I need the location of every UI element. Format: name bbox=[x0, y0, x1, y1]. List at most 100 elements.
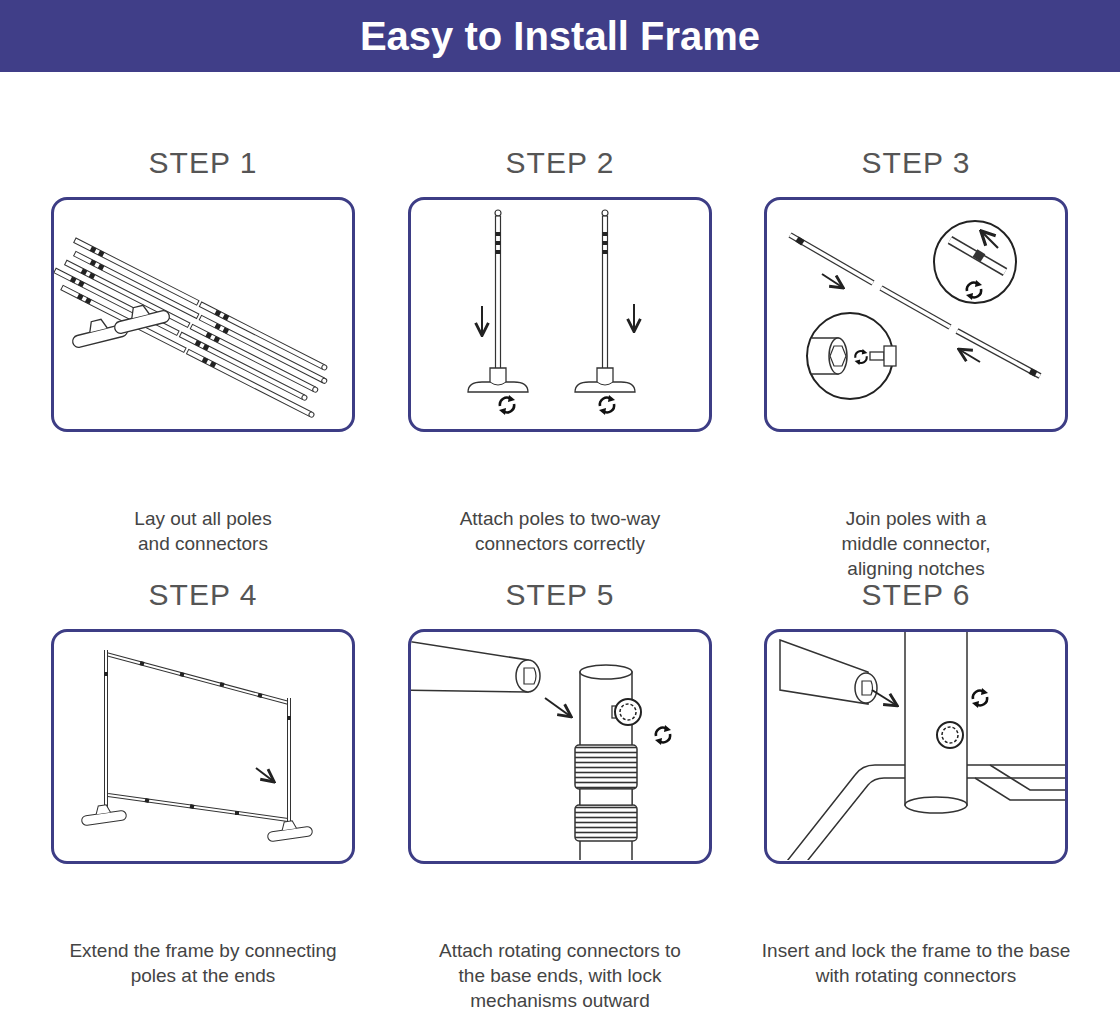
pole-joining-detail-part bbox=[960, 350, 980, 362]
extended-frame-part bbox=[266, 818, 313, 842]
panel-frame bbox=[51, 629, 355, 864]
pole-joining-detail-part bbox=[829, 338, 847, 374]
rotating-connector-detail-part bbox=[615, 699, 641, 725]
frame-locked-to-base-part bbox=[975, 778, 1065, 800]
step-caption: Join poles with a middle connector, alig… bbox=[816, 506, 1016, 581]
poles-and-feet-part bbox=[111, 300, 171, 335]
step-caption: Extend the frame by connecting poles at … bbox=[66, 938, 341, 988]
step-panel: STEP 4Extend the frame by connecting pol… bbox=[51, 572, 355, 972]
upright-poles-on-connectors bbox=[468, 210, 635, 415]
step-caption: Lay out all poles and connectors bbox=[117, 506, 289, 556]
rotating-connector-detail-part bbox=[620, 704, 636, 720]
pole-joining-detail-part-part bbox=[855, 349, 868, 365]
step-heading: STEP 5 bbox=[408, 572, 712, 618]
frame-locked-to-base-part bbox=[862, 681, 873, 695]
pole-joining-detail-part bbox=[855, 349, 868, 365]
rotating-connector-detail-part bbox=[545, 698, 570, 716]
panel-frame bbox=[408, 197, 712, 432]
poles-and-feet-part bbox=[54, 236, 337, 418]
poles-and-feet-part-part bbox=[74, 238, 328, 371]
step-heading: STEP 6 bbox=[764, 572, 1068, 618]
extended-frame-part bbox=[106, 654, 289, 703]
extended-frame-part bbox=[105, 650, 107, 812]
step-heading: STEP 4 bbox=[51, 572, 355, 618]
extended-frame-part-part bbox=[180, 674, 184, 675]
pole-joining-detail bbox=[790, 221, 1040, 399]
pole-joining-detail-part bbox=[870, 352, 884, 360]
step-heading: STEP 2 bbox=[408, 140, 712, 186]
poles-and-feet bbox=[54, 236, 337, 418]
frame-locked-to-base-part bbox=[942, 727, 958, 743]
rotating-connector-detail-part bbox=[575, 745, 637, 789]
pole-joining-detail-part bbox=[957, 331, 1040, 376]
upright-poles-on-connectors-part bbox=[575, 210, 635, 392]
panel-frame bbox=[764, 629, 1068, 864]
pole-joining-detail-part bbox=[881, 288, 950, 327]
extended-frame-part bbox=[256, 768, 273, 781]
extended-frame-part bbox=[106, 654, 289, 703]
pole-joining-detail-part bbox=[822, 274, 842, 287]
upright-poles-on-connectors-part-part bbox=[499, 395, 515, 415]
frame-locked-to-base-part-part bbox=[972, 688, 988, 708]
pole-joining-detail-part bbox=[975, 253, 983, 258]
pole-joining-detail-part bbox=[881, 288, 950, 327]
step-panel: STEP 6Insert and lock the frame to the b… bbox=[764, 572, 1068, 972]
panel-frame bbox=[764, 197, 1068, 432]
extended-frame-part-part bbox=[287, 716, 291, 720]
extended-frame-part bbox=[80, 802, 127, 826]
extended-frame-part-part bbox=[220, 684, 224, 685]
step-caption: Insert and lock the frame to the base wi… bbox=[760, 938, 1072, 988]
pole-joining-detail-part bbox=[982, 232, 998, 248]
pole-joining-detail-part bbox=[830, 346, 846, 366]
rotating-connector-detail bbox=[411, 640, 671, 860]
step-panel: STEP 5Attach rotating connectors to the … bbox=[408, 572, 712, 972]
step-caption: Attach poles to two-way connectors corre… bbox=[429, 506, 691, 556]
pole-joining-detail-part bbox=[950, 240, 1005, 272]
pole-joining-detail-part bbox=[966, 280, 982, 300]
poles-and-feet-part-part bbox=[65, 260, 319, 393]
upright-poles-on-connectors-part bbox=[468, 210, 528, 392]
step-caption: Attach rotating connectors to the base e… bbox=[434, 938, 686, 1013]
frame-locked-to-base-part bbox=[937, 722, 963, 748]
step-panel: STEP 3Join poles with a middle connector… bbox=[764, 140, 1068, 540]
upright-poles-on-connectors-part-part bbox=[575, 210, 635, 392]
step-panel: STEP 1Lay out all poles and connectors bbox=[51, 140, 355, 540]
frame-locked-to-base-part bbox=[905, 632, 967, 805]
extended-frame-part-part bbox=[104, 672, 108, 676]
extended-frame-part bbox=[108, 795, 288, 820]
pole-joining-detail-part-part bbox=[966, 280, 982, 300]
extended-frame-part bbox=[108, 795, 288, 820]
step-heading: STEP 3 bbox=[764, 140, 1068, 186]
rotating-connector-detail-part bbox=[411, 640, 528, 692]
poles-and-feet-part-part bbox=[74, 251, 328, 384]
pole-joining-detail-part bbox=[934, 221, 1016, 303]
rotating-connector-detail-part bbox=[655, 725, 671, 745]
poles-and-feet-part-part bbox=[111, 300, 171, 335]
step-heading: STEP 1 bbox=[51, 140, 355, 186]
upright-poles-on-connectors-part bbox=[599, 395, 615, 415]
extended-frame-part-part bbox=[235, 811, 239, 815]
frame-locked-to-base-part bbox=[905, 797, 967, 813]
poles-and-feet-part-part bbox=[61, 285, 315, 418]
frame-locked-to-base bbox=[780, 632, 1065, 860]
rotating-connector-detail-part bbox=[580, 789, 632, 805]
frame-locked-to-base-part bbox=[872, 690, 896, 705]
upright-poles-on-connectors-part-part bbox=[468, 210, 528, 392]
pole-joining-detail-part bbox=[1030, 371, 1036, 374]
page-title: Easy to Install Frame bbox=[0, 0, 1120, 72]
rotating-connector-detail-part bbox=[516, 660, 540, 692]
pole-joining-detail-part bbox=[950, 240, 1005, 272]
upright-poles-on-connectors-part bbox=[499, 395, 515, 415]
extended-frame-part bbox=[104, 650, 108, 812]
extended-frame-part-part bbox=[80, 802, 127, 826]
frame-locked-to-base-part bbox=[990, 765, 1065, 790]
panel-frame bbox=[51, 197, 355, 432]
pole-joining-detail-part bbox=[790, 235, 873, 283]
extended-frame-part bbox=[288, 698, 290, 828]
rotating-connector-detail-part bbox=[524, 668, 536, 684]
extended-frame-part bbox=[106, 663, 289, 813]
frame-locked-to-base-part bbox=[780, 640, 868, 704]
rotating-connector-detail-part-part bbox=[655, 725, 671, 745]
rotating-connector-detail-part bbox=[580, 665, 632, 679]
